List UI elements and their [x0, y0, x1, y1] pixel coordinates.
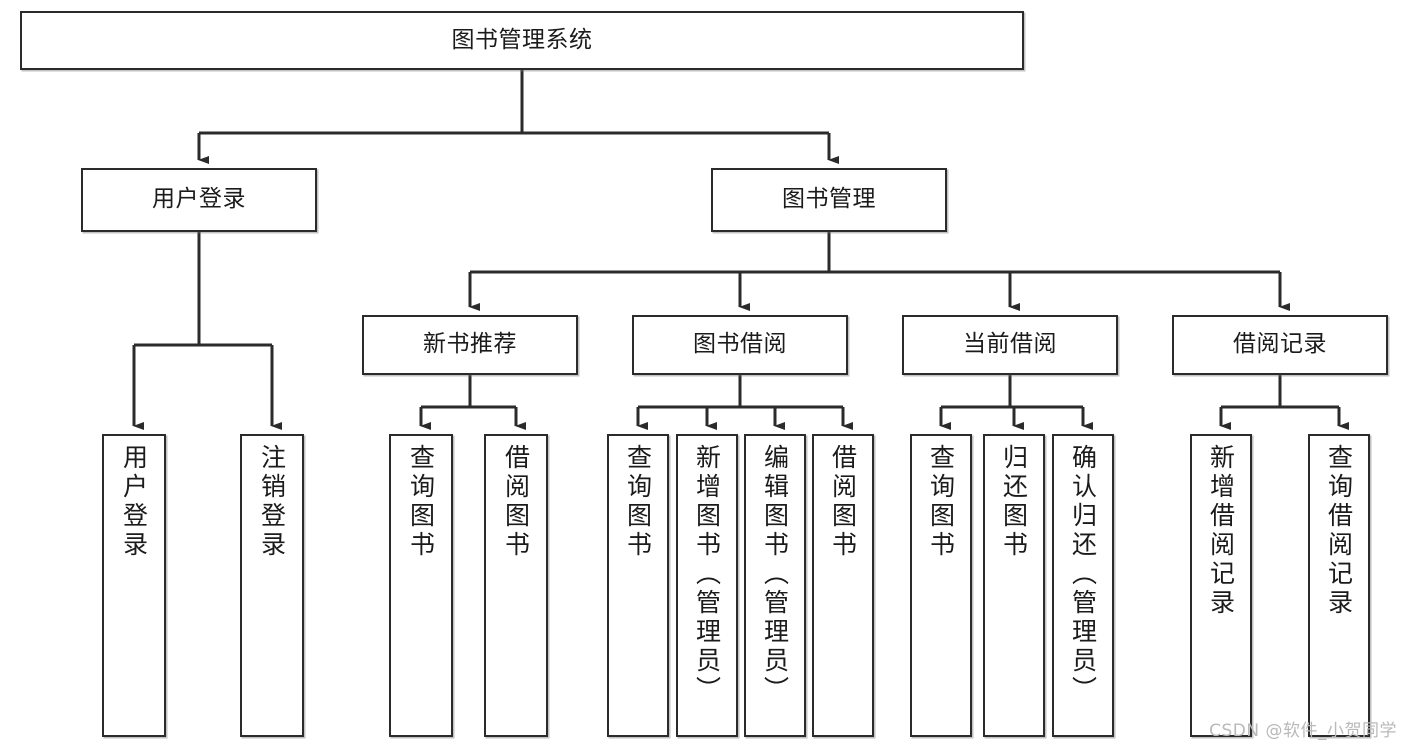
node-leaf-user-login-label: 用户登录	[119, 444, 149, 560]
node-new-book-recommend-label: 新书推荐	[423, 331, 517, 358]
node-book-borrow[interactable]: 图书借阅	[632, 315, 848, 375]
node-leaf-query-record[interactable]: 查询借阅记录	[1308, 434, 1370, 737]
node-leaf-borrow-book-2-label: 借阅图书	[828, 444, 858, 560]
node-leaf-borrow-book-2[interactable]: 借阅图书	[812, 434, 874, 737]
node-borrow-record-label: 借阅记录	[1233, 331, 1327, 358]
node-leaf-add-record[interactable]: 新增借阅记录	[1190, 434, 1252, 737]
node-leaf-add-book-label: 新增图书（管理员）	[692, 444, 722, 705]
node-leaf-query-book-3-label: 查询图书	[926, 444, 956, 560]
node-leaf-user-logout[interactable]: 注销登录	[240, 434, 304, 737]
node-user-login[interactable]: 用户登录	[81, 168, 317, 232]
node-leaf-query-book-2[interactable]: 查询图书	[607, 434, 669, 737]
node-leaf-add-book[interactable]: 新增图书（管理员）	[676, 434, 738, 737]
node-leaf-query-record-label: 查询借阅记录	[1324, 444, 1354, 618]
node-leaf-confirm-return[interactable]: 确认归还（管理员）	[1052, 434, 1114, 737]
node-leaf-borrow-book-1[interactable]: 借阅图书	[484, 434, 548, 737]
node-leaf-edit-book-label: 编辑图书（管理员）	[760, 444, 790, 705]
node-current-borrow[interactable]: 当前借阅	[902, 315, 1118, 375]
node-leaf-add-record-label: 新增借阅记录	[1206, 444, 1236, 618]
node-new-book-recommend[interactable]: 新书推荐	[362, 315, 578, 375]
node-leaf-return-book-label: 归还图书	[999, 444, 1029, 560]
node-root-label: 图书管理系统	[451, 26, 593, 53]
node-leaf-query-book-1-label: 查询图书	[406, 444, 436, 560]
node-leaf-user-login[interactable]: 用户登录	[102, 434, 166, 737]
node-book-management[interactable]: 图书管理	[711, 168, 947, 232]
node-leaf-return-book[interactable]: 归还图书	[983, 434, 1045, 737]
node-book-borrow-label: 图书借阅	[693, 331, 787, 358]
node-borrow-record[interactable]: 借阅记录	[1172, 315, 1388, 375]
node-leaf-query-book-3[interactable]: 查询图书	[910, 434, 972, 737]
node-leaf-borrow-book-1-label: 借阅图书	[501, 444, 531, 560]
node-root[interactable]: 图书管理系统	[20, 11, 1024, 70]
node-current-borrow-label: 当前借阅	[963, 331, 1057, 358]
node-leaf-query-book-2-label: 查询图书	[623, 444, 653, 560]
node-leaf-query-book-1[interactable]: 查询图书	[389, 434, 453, 737]
node-leaf-user-logout-label: 注销登录	[257, 444, 287, 560]
node-user-login-label: 用户登录	[152, 186, 246, 213]
node-leaf-edit-book[interactable]: 编辑图书（管理员）	[744, 434, 806, 737]
node-leaf-confirm-return-label: 确认归还（管理员）	[1068, 444, 1098, 705]
node-book-management-label: 图书管理	[782, 186, 876, 213]
